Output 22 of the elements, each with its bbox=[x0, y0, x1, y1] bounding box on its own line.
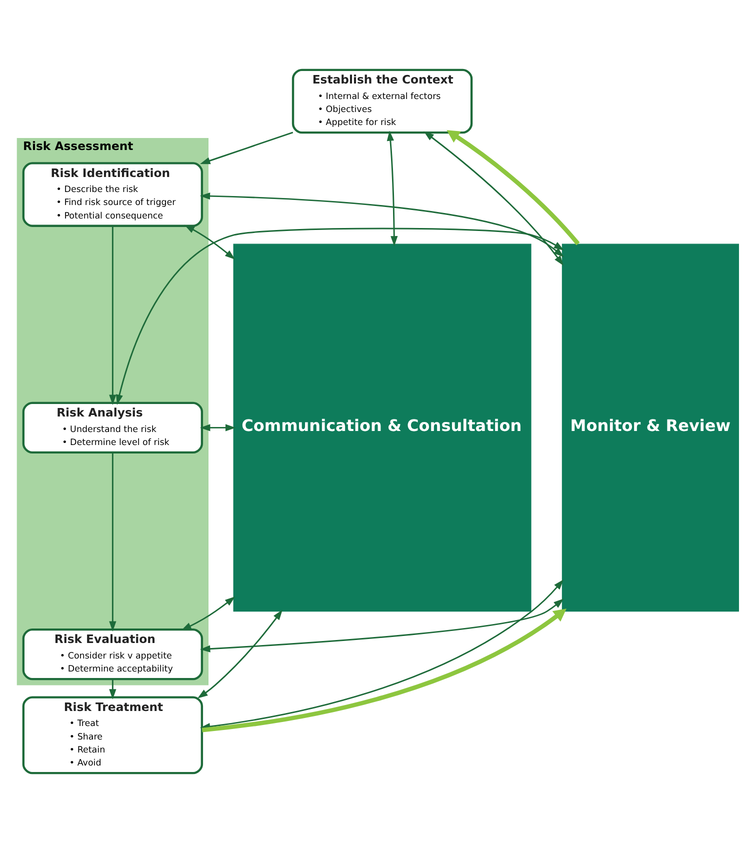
arrow bbox=[198, 610, 282, 698]
node-box: Risk Treatment • Treat • Share • Retain • Avoid bbox=[22, 696, 204, 774]
arrow bbox=[202, 608, 566, 732]
arrow bbox=[424, 131, 564, 266]
arrow bbox=[446, 130, 580, 246]
arrow bbox=[200, 424, 236, 432]
arrow bbox=[109, 452, 116, 632]
arrow bbox=[200, 192, 564, 258]
node-box: Establish the Context • Internal & external fectors • Objectives • Appetite for risk bbox=[292, 68, 473, 134]
arrow bbox=[386, 130, 398, 246]
arrow bbox=[181, 596, 236, 630]
node-box: Risk Analysis • Understand the risk • Determine level of risk bbox=[22, 402, 204, 454]
arrow bbox=[116, 228, 564, 405]
node-box: Monitor & Review bbox=[562, 244, 739, 612]
arrow bbox=[200, 132, 294, 164]
arrow bbox=[184, 224, 236, 260]
arrow bbox=[109, 679, 116, 700]
arrow bbox=[109, 226, 116, 405]
node-box: Risk Evaluation • Consider risk v appetite • Determine acceptability bbox=[22, 628, 204, 680]
arrow bbox=[200, 598, 564, 652]
node-box: Communication & Consultation bbox=[233, 244, 532, 612]
node-box: Risk Identification • Describe the risk • Find risk source of trigger • Potential consequence bbox=[22, 162, 204, 227]
